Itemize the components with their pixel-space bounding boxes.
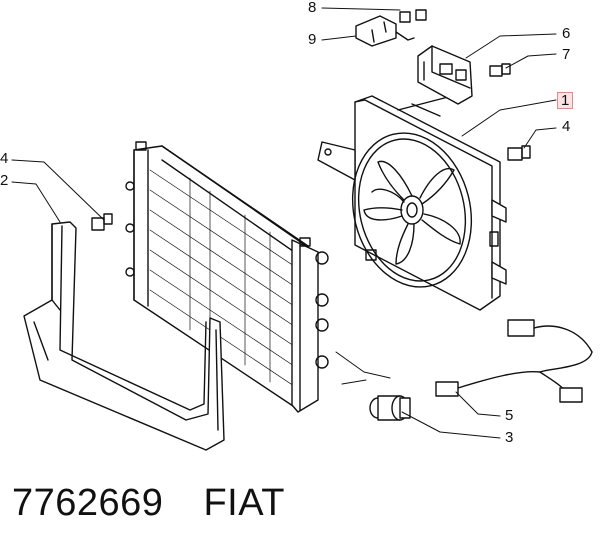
screws — [91, 63, 531, 231]
callout-9: 9 — [308, 31, 317, 48]
brand-name: FIAT — [203, 482, 285, 524]
callout-2: 2 — [0, 172, 9, 189]
callout-5: 5 — [505, 407, 514, 424]
resistor-part — [417, 45, 473, 105]
thermo-switch — [369, 395, 411, 421]
callout-4-left: 4 — [0, 150, 9, 167]
callout-1: 1 — [557, 92, 574, 109]
callout-6: 6 — [562, 25, 571, 42]
callout-4-right: 4 — [562, 118, 571, 135]
connector-parts — [355, 9, 427, 47]
wiring-harness — [435, 319, 593, 403]
caption: 7762669 FIAT — [12, 482, 285, 525]
callout-8: 8 — [308, 0, 317, 16]
callout-7: 7 — [562, 46, 571, 63]
fan-shroud — [317, 95, 507, 311]
radiator — [125, 141, 329, 413]
lower-frame — [23, 221, 225, 451]
part-number: 7762669 — [12, 482, 164, 524]
leader-lines — [11, 7, 557, 439]
callout-3: 3 — [505, 429, 514, 446]
